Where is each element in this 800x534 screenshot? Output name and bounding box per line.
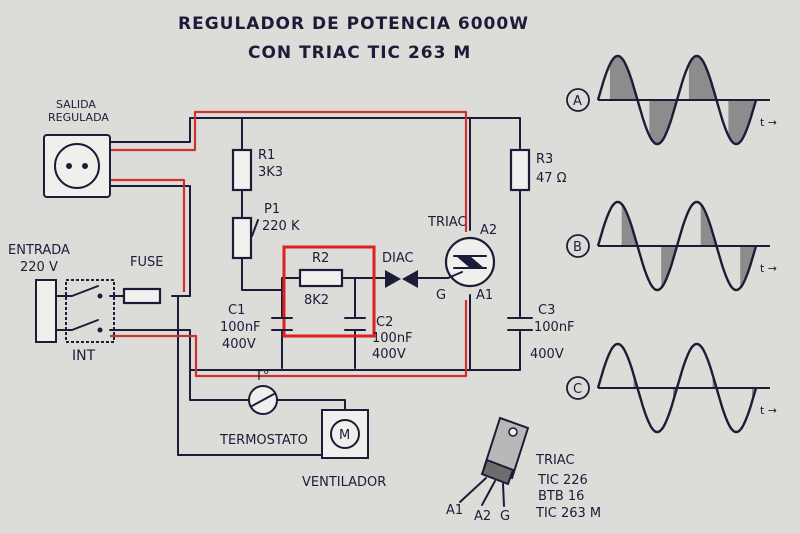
int-switch (55, 279, 115, 343)
sine-wave (596, 342, 758, 434)
pkg-pin-a2: A2 (474, 509, 491, 524)
triac-label: TRIAC (427, 215, 467, 230)
resistor-r1 (231, 148, 253, 192)
conduction-area (688, 56, 717, 100)
diac-label: DIAC (382, 251, 414, 266)
r3-label: R3 (536, 152, 553, 167)
output-socket (43, 134, 111, 198)
title-line1: REGULADOR DE POTENCIA 6000W (178, 14, 529, 34)
regulada-label: REGULADA (48, 111, 109, 124)
waveform-label: C (573, 382, 582, 397)
t-axis-label: t → (760, 262, 777, 275)
c1-value: 100nF (220, 320, 261, 335)
title-line2: CON TRIAC TIC 263 M (248, 43, 471, 63)
fuse-label: FUSE (130, 255, 163, 270)
p1-value: 220 K (262, 219, 300, 234)
waveform-label: A (573, 94, 582, 109)
waveform-label: B (573, 240, 582, 255)
pkg-model-2: BTB 16 (538, 489, 584, 504)
capacitor-c3 (507, 317, 533, 331)
c3-label: C3 (538, 303, 555, 318)
thermostat-symbol: T° (254, 369, 269, 384)
r3-value: 47 Ω (536, 171, 567, 186)
triac (444, 236, 496, 288)
r1-label: R1 (258, 148, 275, 163)
c2-label: C2 (376, 315, 393, 330)
waveform-label-circle (566, 234, 590, 258)
waveforms: At → Bt → Ct → (566, 54, 777, 434)
pkg-triac-label: TRIAC (535, 453, 575, 468)
conduction-area (649, 100, 677, 144)
diac (385, 270, 418, 288)
triac-a1-label: A1 (476, 288, 493, 303)
fuse (122, 287, 162, 305)
triac-package (459, 416, 530, 507)
r2-label: R2 (312, 251, 329, 266)
int-label: INT (72, 348, 96, 364)
r2-highlight-box (282, 245, 376, 338)
resistor-r2 (298, 268, 344, 288)
triac-g-label: G (436, 288, 446, 303)
resistor-r3 (509, 148, 531, 192)
p1-label: P1 (264, 202, 280, 217)
c1-voltage: 400V (222, 337, 256, 352)
sine-wave (596, 200, 758, 292)
sine-wave (596, 54, 758, 146)
pkg-pin-a1: A1 (446, 503, 463, 518)
conduction-area (609, 56, 638, 100)
potentiometer-p1 (231, 216, 253, 260)
capacitor-c2 (344, 317, 366, 331)
waveform-label-circle (566, 88, 590, 112)
conduction-area (728, 100, 756, 144)
r1-value: 3K3 (258, 165, 283, 180)
termostato-label: TERMOSTATO (219, 433, 308, 448)
c1-label: C1 (228, 303, 245, 318)
r2-value: 8K2 (304, 293, 329, 308)
thermostat (235, 385, 291, 415)
input-plug (35, 279, 57, 343)
t-axis-label: t → (760, 116, 777, 129)
salida-label: SALIDA (56, 98, 96, 111)
c3-value: 100nF (534, 320, 575, 335)
t-axis-label: t → (760, 404, 777, 417)
motor-symbol: M (339, 428, 350, 443)
p1-wiper (251, 219, 259, 237)
c2-value: 100nF (372, 331, 413, 346)
pkg-model-1: TIC 226 (537, 473, 588, 488)
c2-voltage: 400V (372, 347, 406, 362)
pkg-pin-g: G (500, 509, 510, 524)
ventilador-label: VENTILADOR (302, 475, 386, 490)
c3-voltage: 400V (530, 347, 564, 362)
pkg-model-3: TIC 263 M (535, 506, 601, 521)
red-wiring (110, 110, 468, 378)
waveform-label-circle (566, 376, 590, 400)
entrada-voltage: 220 V (20, 260, 58, 275)
fan-motor (321, 409, 369, 459)
capacitor-c1 (271, 317, 293, 331)
wiring (109, 117, 521, 456)
triac-a2-label: A2 (480, 223, 497, 238)
entrada-label: ENTRADA (8, 243, 70, 258)
